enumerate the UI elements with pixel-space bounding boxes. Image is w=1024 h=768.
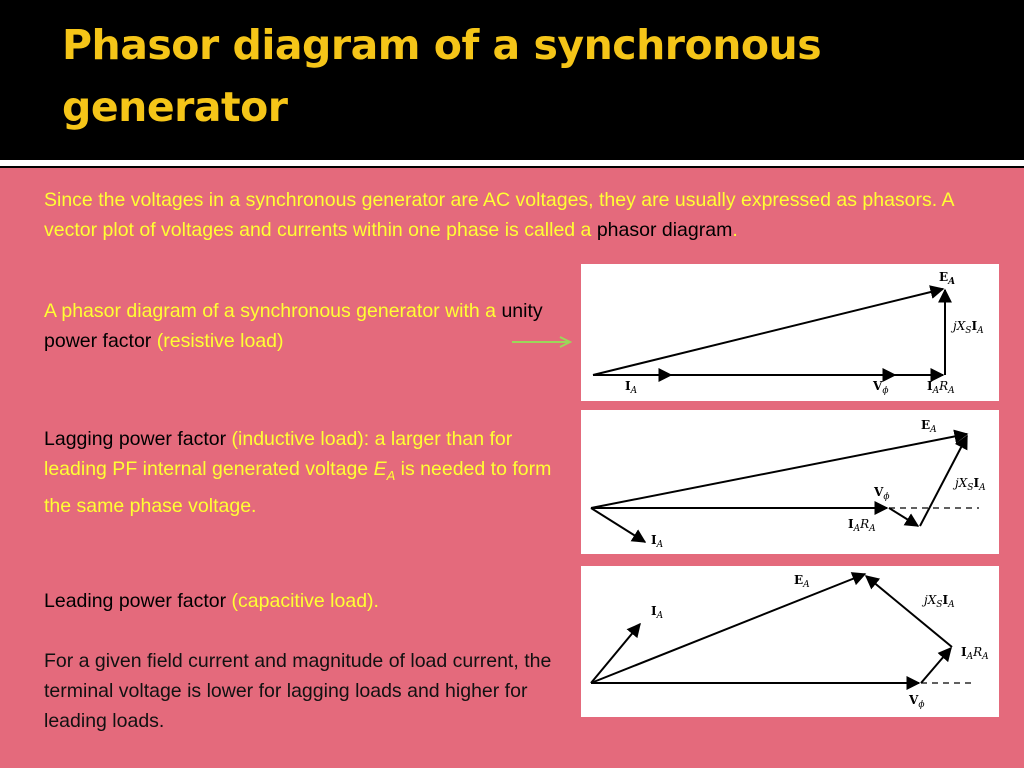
- ea-phasor: [590, 429, 969, 509]
- unity-pf-term: unity power factor: [44, 300, 543, 352]
- jxsia-label: jXSIA: [952, 476, 986, 493]
- jxsia-phasor: [864, 575, 953, 648]
- unity-pf-load: (resistive load): [151, 330, 284, 352]
- ia-label: IA: [651, 533, 664, 550]
- ea-label: EA: [939, 270, 955, 287]
- ea-phasor: [590, 572, 867, 684]
- intro-end: .: [732, 219, 738, 241]
- phasor-diagram-unity-pf: EA jXSIA IA Vϕ IARA: [581, 264, 999, 401]
- lagging-pf-text-end: is needed to form the same phase voltage…: [44, 458, 552, 517]
- jxsia-label: jXSIA: [950, 319, 984, 336]
- vphi-label: Vϕ: [873, 485, 889, 502]
- vphi-label: Vϕ: [908, 693, 924, 710]
- leading-pf-text: (capacitive load).: [226, 590, 379, 612]
- lagging-pf-text: (inductive load): a larger than for lead…: [44, 428, 513, 480]
- iara-label: IARA: [961, 645, 989, 662]
- iara-label: IARA: [848, 517, 876, 534]
- leading-pf-term: Leading power factor: [44, 590, 227, 612]
- unity-pf-text: A phasor diagram of a synchronous genera…: [44, 300, 502, 322]
- iara-phasor: [920, 646, 952, 684]
- phasor-diagram-lagging-pf: EA jXSIA Vϕ IARA IA: [581, 410, 999, 554]
- iara-label: IARA: [927, 379, 955, 396]
- unity-pf-paragraph: A phasor diagram of a synchronous genera…: [44, 296, 584, 356]
- terminal-voltage-note: For a given field current and magnitude …: [44, 650, 552, 732]
- lagging-pf-paragraph: Lagging power factor (inductive load): a…: [44, 424, 574, 521]
- ia-label: IA: [651, 604, 664, 621]
- slide-title: Phasor diagram of a synchronous generato…: [62, 21, 822, 131]
- ea-phasor: [592, 285, 945, 376]
- slide-header: Phasor diagram of a synchronous generato…: [0, 0, 1024, 160]
- lagging-pf-term: Lagging power factor: [44, 428, 227, 450]
- leading-pf-paragraph: Leading power factor (capacitive load).: [44, 586, 574, 616]
- ea-symbol: E: [373, 458, 387, 480]
- ea-symbol-sub: A: [386, 467, 396, 483]
- phasor-diagram-leading-pf: EA IA jXSIA IARA Vϕ: [581, 566, 999, 717]
- ia-phasor: [590, 507, 647, 543]
- intro-text: Since the voltages in a synchronous gene…: [44, 189, 954, 241]
- intro-paragraph: Since the voltages in a synchronous gene…: [44, 185, 1004, 245]
- ia-phasor: [590, 622, 641, 684]
- header-divider: [0, 160, 1024, 166]
- ea-label: EA: [921, 418, 937, 435]
- jxsia-phasor: [919, 434, 968, 527]
- vphi-label: Vϕ: [872, 379, 888, 396]
- ia-label: IA: [625, 379, 638, 396]
- iara-phasor: [888, 507, 920, 527]
- ea-label: EA: [794, 573, 810, 590]
- pointer-arrow: [512, 336, 573, 348]
- jxsia-label: jXSIA: [921, 593, 955, 610]
- phasor-diagram-term: phasor diagram: [596, 219, 733, 241]
